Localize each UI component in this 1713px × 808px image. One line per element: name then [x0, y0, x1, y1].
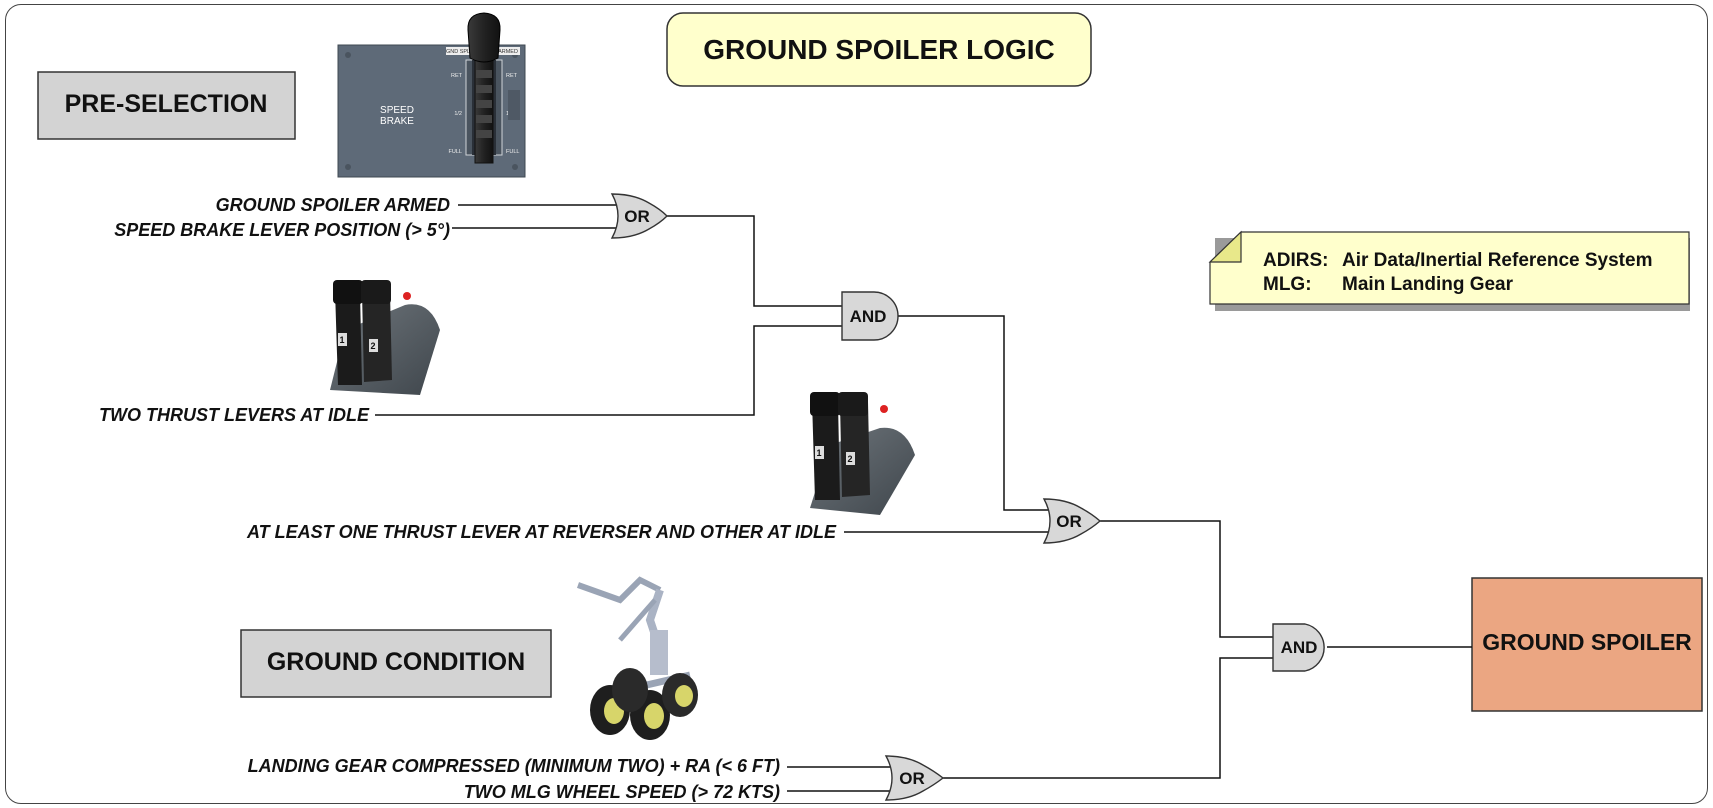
- and-gate-2-label: AND: [1281, 638, 1318, 657]
- thrust-levers-image-1: 1 2: [330, 280, 440, 395]
- legend-adirs-def: Air Data/Inertial Reference System: [1342, 250, 1652, 271]
- ret-left-label: RET: [451, 73, 463, 79]
- logic-wires: [375, 204, 1472, 792]
- lever-2-number: 2: [370, 341, 375, 351]
- and-gate-2: AND: [1272, 623, 1325, 672]
- brake-label: BRAKE: [380, 116, 414, 127]
- ground-spoiler-output-label: GROUND SPOILER: [1482, 629, 1692, 655]
- lever-1-number-2: 1: [816, 448, 821, 458]
- and-gate-1: AND: [841, 291, 899, 341]
- diagram-frame: [5, 4, 1708, 804]
- or-gate-1-label: OR: [624, 207, 650, 226]
- and-gate-1-label: AND: [850, 307, 887, 326]
- or-gate-1: OR: [610, 193, 668, 239]
- full-left-label: FULL: [449, 149, 462, 155]
- armed-label: ARMED: [498, 49, 518, 55]
- ground-condition-label: GROUND CONDITION: [267, 648, 525, 676]
- speed-brake-panel-image: GND SPLR ARMED RET RET 1/2 1/2 FULL FULL…: [337, 12, 526, 178]
- or-gate-2: OR: [1042, 498, 1102, 544]
- lever-2-number-2: 2: [847, 454, 852, 464]
- legend-mlg-abbr: MLG:: [1263, 274, 1312, 295]
- input-speed-brake-lever-position: SPEED BRAKE LEVER POSITION (> 5°): [114, 220, 450, 240]
- landing-gear-image: [576, 576, 698, 740]
- input-ground-spoiler-armed: GROUND SPOILER ARMED: [216, 195, 450, 215]
- or-gate-2-label: OR: [1056, 512, 1082, 531]
- ground-spoiler-output-box: GROUND SPOILER: [1471, 577, 1703, 712]
- gnd-splr-label: GND SPLR: [446, 49, 474, 55]
- legend-note: ADIRS: Air Data/Inertial Reference Syste…: [1208, 230, 1690, 311]
- input-mlg-wheel-speed: TWO MLG WHEEL SPEED (> 72 KTS): [464, 782, 780, 802]
- pre-selection-box: PRE-SELECTION: [37, 71, 296, 140]
- thrust-levers-image-2: 1 2: [810, 392, 915, 515]
- half-left-label: 1/2: [454, 111, 462, 117]
- full-right-label: FULL: [506, 149, 519, 155]
- input-thrust-lever-reverser: AT LEAST ONE THRUST LEVER AT REVERSER AN…: [246, 522, 837, 542]
- input-landing-gear-compressed: LANDING GEAR COMPRESSED (MINIMUM TWO) + …: [248, 756, 780, 776]
- page-title: GROUND SPOILER LOGIC: [703, 34, 1055, 65]
- or-gate-3: OR: [884, 755, 945, 801]
- legend-adirs-abbr: ADIRS:: [1263, 250, 1328, 271]
- legend-mlg-def: Main Landing Gear: [1342, 274, 1514, 295]
- title-box: GROUND SPOILER LOGIC: [666, 12, 1092, 87]
- ret-right-label: RET: [506, 73, 518, 79]
- speed-label: SPEED: [380, 105, 414, 116]
- input-two-thrust-levers-idle: TWO THRUST LEVERS AT IDLE: [99, 405, 370, 425]
- or-gate-3-label: OR: [899, 769, 925, 788]
- lever-1-number: 1: [339, 335, 344, 345]
- ground-condition-box: GROUND CONDITION: [240, 629, 552, 698]
- pre-selection-label: PRE-SELECTION: [65, 90, 268, 118]
